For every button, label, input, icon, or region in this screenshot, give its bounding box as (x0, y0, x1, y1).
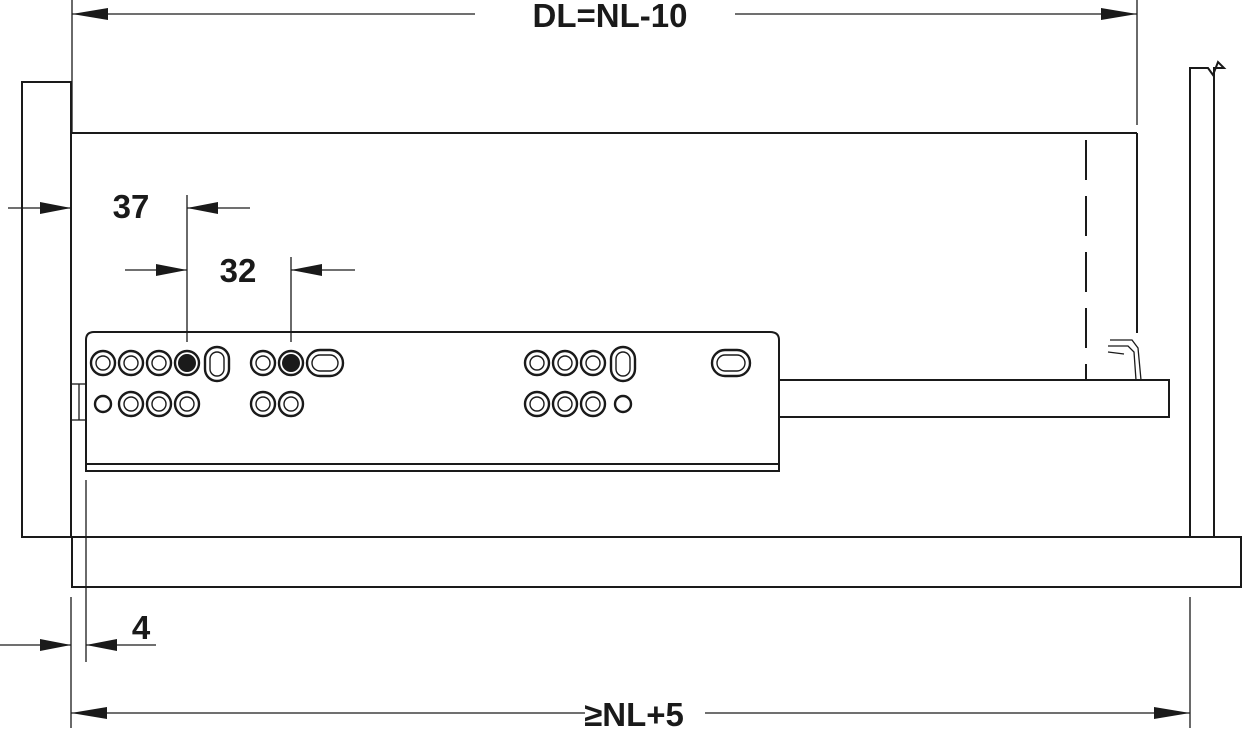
mounting-hole (579, 349, 607, 377)
arrowhead (187, 202, 218, 214)
mounting-hole (89, 349, 117, 377)
mounting-slot-vertical (203, 345, 231, 383)
arrowhead (40, 202, 71, 214)
cabinet-rear-panel (1189, 60, 1227, 537)
mounting-slot-horizontal (710, 348, 752, 378)
mounting-hole-small (613, 394, 633, 414)
dimension-runner-setback-4: 4 (0, 480, 156, 662)
rear-locking-clip (1107, 339, 1142, 381)
dimension-label-cabinet-depth: ≥NL+5 (584, 696, 684, 730)
mounting-slot-vertical (609, 345, 637, 383)
mounting-hole-marked (277, 349, 305, 377)
cabinet-bottom-panel (22, 536, 1242, 588)
mounting-holes-rear-group (523, 345, 752, 418)
mounting-hole (551, 390, 579, 418)
mounting-hole-marked (173, 349, 201, 377)
drawer-side-outline (71, 132, 1138, 380)
mounting-hole-small (93, 394, 113, 414)
cabinet-front-panel (21, 81, 72, 538)
mounting-hole (145, 349, 173, 377)
dimension-hole-offset-37: 37 (8, 188, 250, 342)
arrowhead (1101, 8, 1137, 20)
mounting-hole (523, 390, 551, 418)
mounting-holes-front-group (89, 345, 231, 418)
mounting-hole (523, 349, 551, 377)
mounting-hole (551, 349, 579, 377)
runner-rail (778, 379, 1170, 418)
mounting-hole (249, 390, 277, 418)
mounting-hole (579, 390, 607, 418)
dimension-label-4: 4 (132, 609, 151, 646)
dimension-hole-spacing-32: 32 (125, 252, 355, 342)
dimension-drawer-length: DL=NL-10 (71, 0, 1138, 133)
dimension-label-32: 32 (220, 252, 257, 289)
mounting-hole (249, 349, 277, 377)
arrowhead (1154, 707, 1190, 719)
arrowhead (40, 639, 71, 651)
runner-body (72, 331, 780, 472)
mounting-hole (173, 390, 201, 418)
mounting-holes-second-group (249, 348, 345, 418)
arrowhead (156, 264, 187, 276)
mounting-hole (117, 349, 145, 377)
arrowhead (72, 8, 108, 20)
mounting-hole (277, 390, 305, 418)
dimension-label-37: 37 (113, 188, 150, 225)
arrowhead (291, 264, 322, 276)
mounting-slot-horizontal (305, 348, 345, 378)
dimension-cabinet-depth: ≥NL+5 (70, 597, 1191, 730)
mounting-hole (145, 390, 173, 418)
dimension-label-drawer-length: DL=NL-10 (533, 0, 688, 34)
arrowhead (86, 639, 117, 651)
arrowhead (71, 707, 107, 719)
mounting-hole (117, 390, 145, 418)
